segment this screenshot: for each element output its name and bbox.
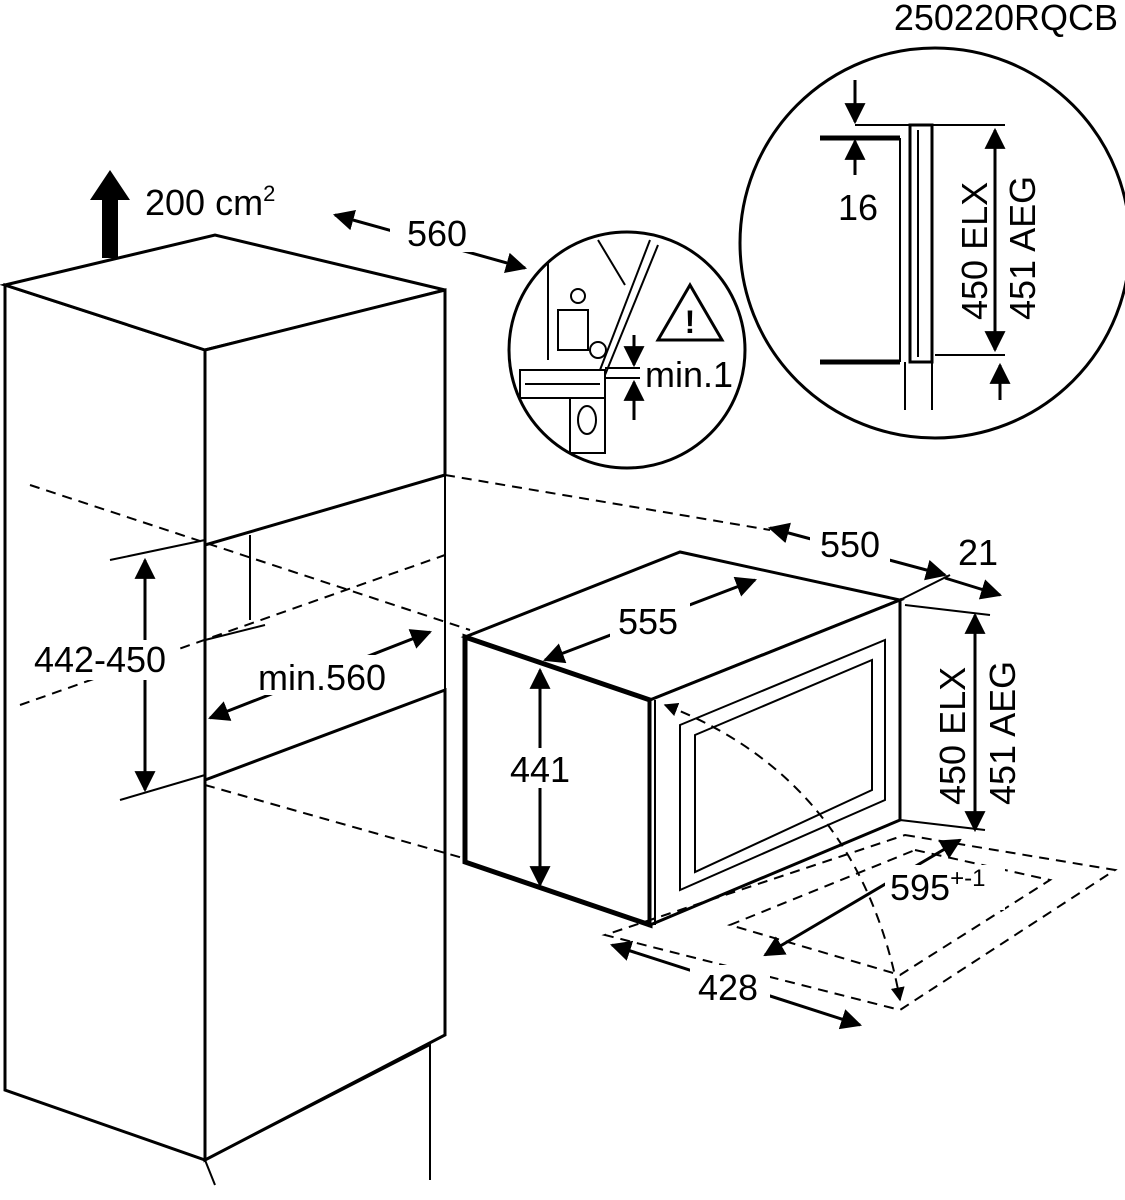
detail-circle-front	[738, 46, 1125, 440]
cabinet-lower-front	[203, 687, 447, 1163]
front-width-tolerance: +-1	[950, 865, 985, 892]
cabinet-side-panel	[3, 282, 207, 1163]
body-height-label: 441	[510, 749, 570, 790]
door-footprint	[601, 833, 1118, 1012]
cabinet-base	[204, 1043, 431, 1180]
top-depth-label: 560	[407, 213, 467, 254]
front-width-label: 595+-1	[890, 865, 985, 908]
front-thickness-dimension	[944, 576, 1003, 600]
document-code: 250220RQCB	[894, 0, 1118, 38]
front-height-aeg-label: 451 AEG	[982, 661, 1023, 805]
body-depth-label: 555	[618, 601, 678, 642]
detail-height-aeg-label: 451 AEG	[1002, 176, 1043, 320]
warning-triangle-icon	[655, 282, 725, 342]
detail-height-elx-label: 450 ELX	[954, 182, 995, 320]
front-thickness-label: 21	[958, 532, 998, 573]
front-width-dimension	[763, 838, 962, 957]
cabinet-foot	[204, 1159, 216, 1186]
niche-shelf	[204, 624, 266, 641]
ventilation-arrow	[90, 170, 130, 258]
detail-min-label: min.1	[645, 354, 733, 395]
door-swing-arc	[663, 702, 905, 1002]
cabinet	[0, 233, 447, 1186]
ventilation-label: 200 cm2	[145, 181, 275, 223]
niche-depth-label: min.560	[258, 657, 386, 698]
ventilation-superscript: 2	[263, 181, 275, 206]
front-height-elx-label: 450 ELX	[932, 667, 973, 805]
niche-height-label: 442-450	[34, 639, 166, 680]
detail-gap-label: 16	[838, 187, 878, 228]
svg-text:!: !	[685, 304, 696, 340]
appliance-depth-label: 550	[820, 524, 880, 565]
body-width-label: 428	[698, 967, 758, 1008]
detail-circle-mounting: !	[507, 230, 747, 470]
